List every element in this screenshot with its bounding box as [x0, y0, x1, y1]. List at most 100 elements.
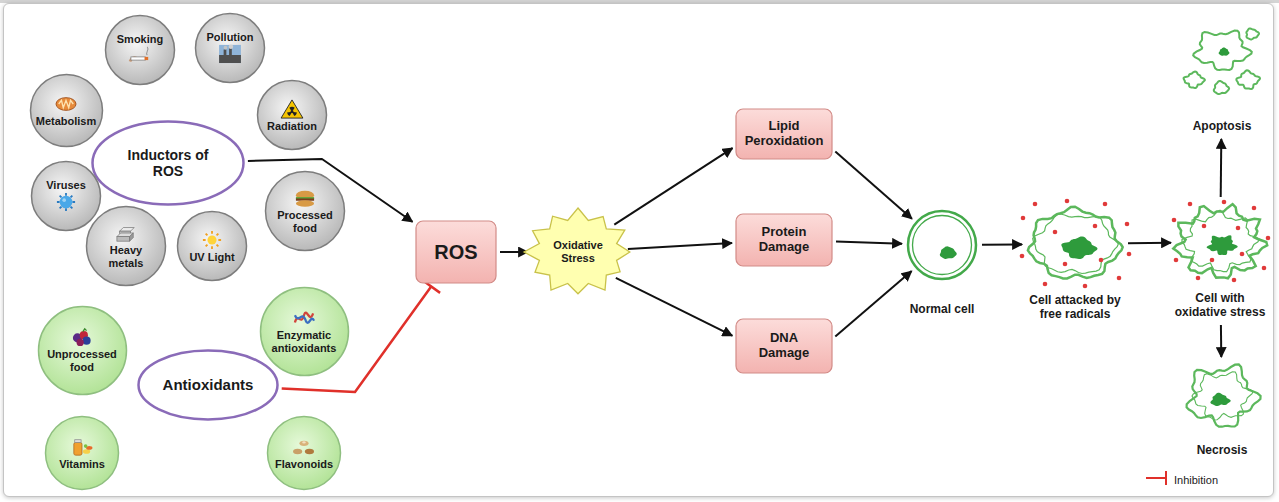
damage-box: DNA Damage	[735, 318, 833, 374]
circle-outline	[268, 417, 341, 490]
node-content: Cell with oxidative stress	[1167, 200, 1273, 322]
connector-line	[1220, 139, 1223, 197]
node-content: Cell attacked by free radicals	[1016, 200, 1134, 324]
free-radical-dot	[1093, 224, 1098, 229]
group-outline	[93, 122, 244, 205]
connector-line	[982, 243, 1022, 245]
flavonoids-icon	[291, 437, 317, 457]
icon-part	[56, 97, 76, 110]
icon-part	[224, 46, 228, 50]
cell-figure: Cell attacked by free radicals	[1016, 200, 1134, 324]
node-label: Vitamins	[59, 458, 105, 471]
inducer-circle-outline	[104, 14, 176, 86]
damage-box: Protein Damage	[735, 213, 833, 267]
circle-outline	[260, 287, 348, 375]
node-label: Protein Damage	[744, 225, 824, 255]
inducer-circle: Viruses	[30, 160, 102, 232]
icon-part	[74, 442, 82, 455]
free-radical-dot	[1021, 216, 1026, 221]
node-label: Inductors of ROS	[118, 147, 218, 179]
icon-part	[131, 57, 146, 60]
node-label: Enzymatic antioxidants	[268, 329, 340, 354]
circle-outline	[30, 74, 102, 146]
antioxidant-circle: Vitamins	[44, 415, 120, 491]
connector-line	[628, 243, 732, 249]
cell-fragment	[1236, 70, 1260, 89]
enzyme-icon	[291, 308, 317, 328]
node-label: Pollution	[206, 31, 253, 44]
circle-outline	[258, 81, 327, 150]
metals-icon	[113, 223, 139, 243]
icon-part	[219, 45, 241, 63]
free-radical-dot	[1033, 202, 1038, 207]
icon-part	[295, 316, 314, 324]
burst-outline	[524, 208, 630, 294]
icon-part	[296, 197, 314, 198]
damage-box: Lipid Peroxidation	[735, 108, 833, 160]
free-radical-dot	[1063, 262, 1068, 267]
uv-icon	[199, 230, 225, 250]
icon-part	[296, 191, 314, 200]
node-label: Metabolism	[36, 115, 97, 128]
virus-icon	[53, 192, 79, 212]
node-content: Oxidative Stress	[522, 206, 634, 298]
free-radical-dot	[1020, 254, 1025, 259]
antioxidant-circle: Enzymatic antioxidants	[259, 286, 350, 377]
antioxidant-circle: Flavonoids	[266, 415, 342, 491]
cell-fragment	[1246, 29, 1259, 40]
cell-fragment	[1193, 31, 1252, 70]
free-radical-dot	[1083, 284, 1088, 289]
group-outline	[139, 351, 278, 420]
cell-membrane	[913, 216, 972, 275]
node-label: Smoking	[117, 33, 163, 46]
node-content: Antioxidants	[137, 349, 279, 421]
inducer-circle: Pollution	[194, 12, 266, 84]
inhibition-symbol	[1140, 466, 1172, 490]
free-radical-dot	[1202, 224, 1207, 229]
group-ellipse: Inductors of ROS	[91, 120, 245, 206]
arrow-connector	[1220, 325, 1221, 357]
vitamins-icon	[69, 437, 95, 457]
cell-nucleus	[1207, 235, 1238, 255]
stress-burst: Oxidative Stress	[522, 206, 634, 298]
node-content: Inductors of ROS	[91, 120, 245, 206]
cell-membrane	[1192, 372, 1253, 420]
icon-part	[207, 235, 216, 244]
cell-membrane	[1033, 214, 1119, 274]
box-outline	[416, 221, 496, 283]
inducer-circle-outline	[176, 210, 248, 282]
icon-part	[57, 193, 75, 211]
icon-part	[299, 440, 308, 445]
node-content: Radiation	[256, 79, 328, 151]
cell-figure: Normal cell	[898, 207, 986, 319]
free-radical-dot	[1196, 276, 1201, 281]
node-content: Smoking	[104, 14, 176, 86]
node-content: Viruses	[30, 160, 102, 232]
circle-outline	[266, 172, 345, 251]
circle-outline	[178, 212, 247, 281]
connector-line	[616, 278, 733, 336]
node-label: Cell attacked by free radicals	[1019, 294, 1131, 322]
connector-line	[836, 242, 902, 244]
icon-part	[229, 45, 234, 50]
icon-part	[295, 313, 313, 323]
circle-outline	[32, 162, 101, 231]
free-radical-dot	[1125, 222, 1130, 227]
icon-part	[281, 100, 303, 118]
arrow-connector	[628, 243, 732, 249]
antioxidant-circle-outline	[266, 415, 342, 491]
icon-part	[84, 444, 88, 448]
inducer-circle: Processed food	[264, 170, 346, 252]
circle-outline	[196, 14, 265, 83]
free-radical-dot	[1127, 252, 1132, 257]
inducer-circle: Radiation	[256, 79, 328, 151]
inducer-circle: Heavy metals	[85, 205, 167, 287]
icon-part	[62, 199, 66, 203]
cell-fragment	[1214, 81, 1229, 94]
inhibition-line	[1146, 477, 1166, 479]
node-content: Protein Damage	[735, 213, 833, 267]
arrow-connector	[614, 148, 732, 225]
icon-part	[305, 448, 314, 453]
icon-part	[83, 449, 90, 454]
